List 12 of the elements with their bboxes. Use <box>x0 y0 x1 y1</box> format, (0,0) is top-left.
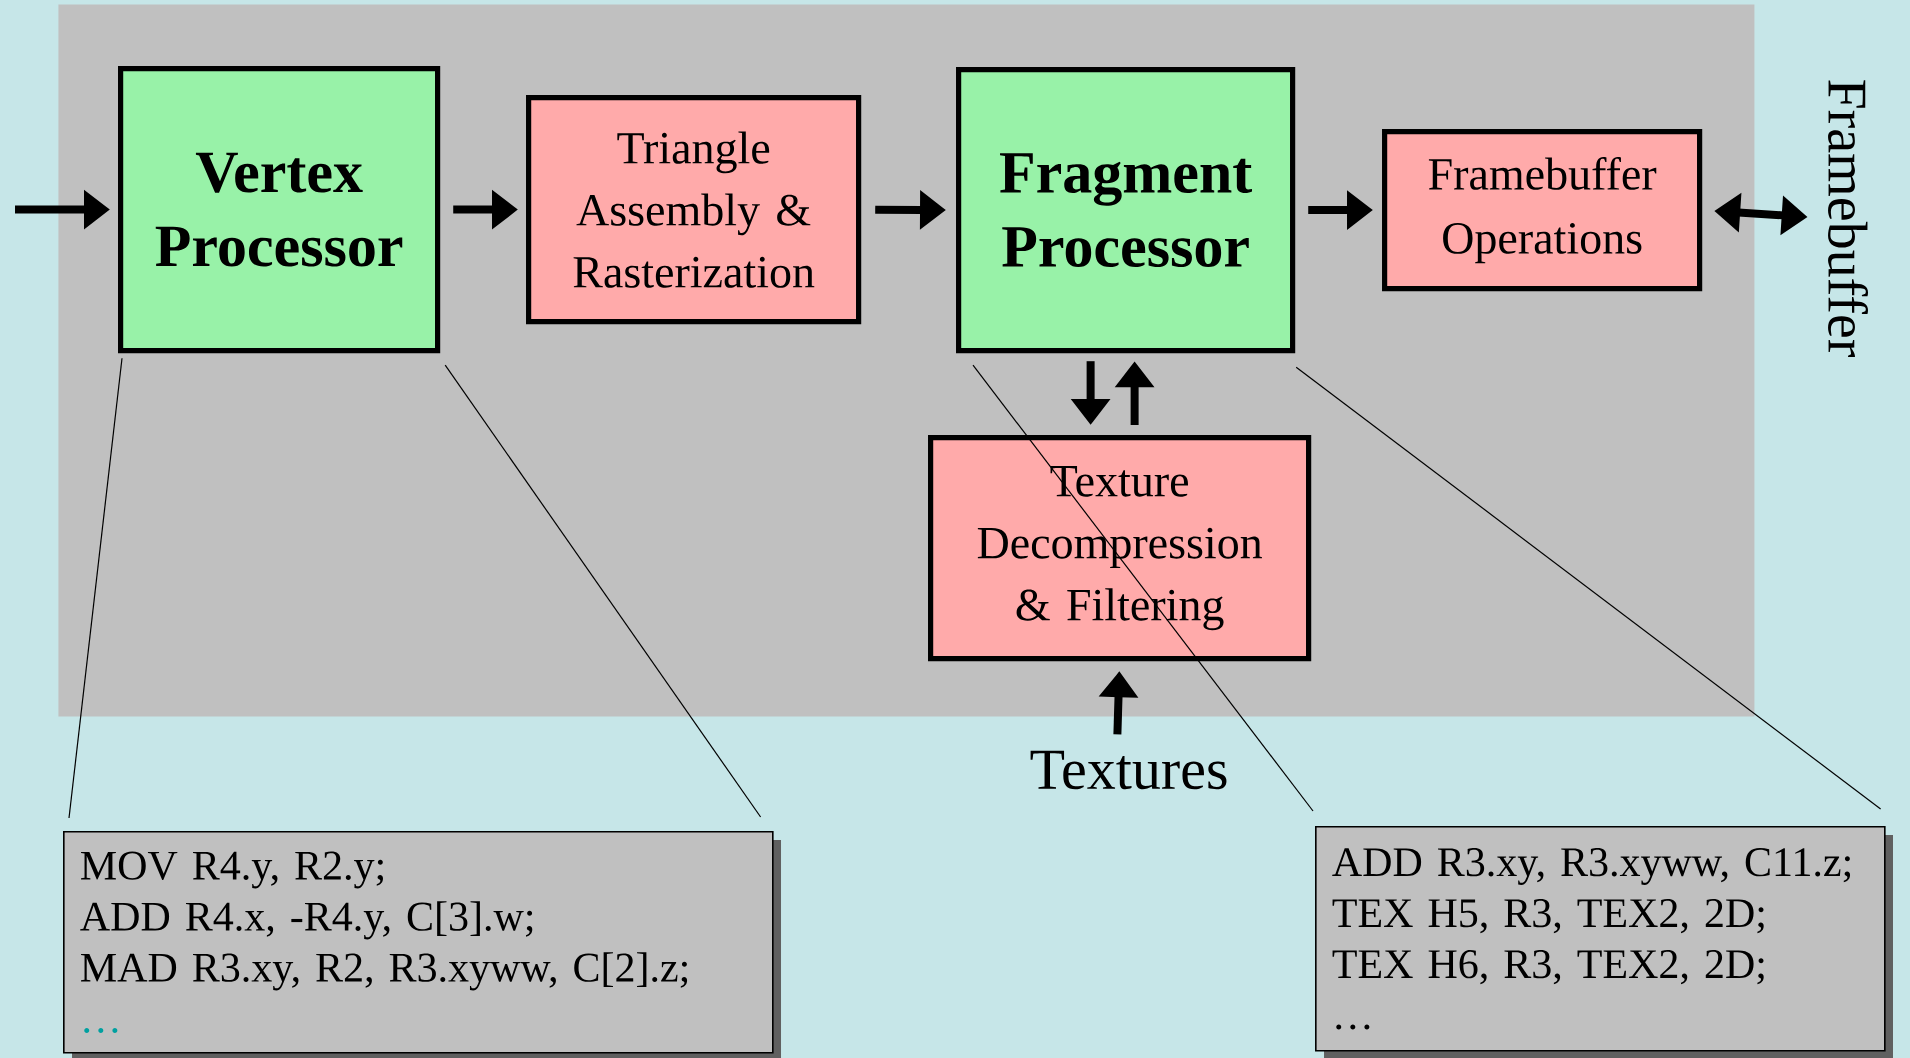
processor-box: Fragment Processor <box>956 67 1296 354</box>
processor-box: Vertex Processor <box>118 66 441 354</box>
leader-line <box>444 364 762 818</box>
leader-line <box>68 357 123 819</box>
leader-line <box>1295 366 1882 810</box>
code-box: MOV R4.y, R2.y; ADD R4.x, -R4.y, C[3].w; MAD R3.xy, R2, R3.xyww, C[2].z; … <box>63 831 781 1058</box>
stage-box: Triangle Assembly & Rasterization <box>526 95 862 325</box>
textures-label: Textures <box>1030 750 1227 790</box>
leader-line <box>972 364 1314 812</box>
code-box: ADD R3.xy, R3.xyww, C11.z; TEX H5, R3, TEX2, 2D; TEX H6, R3, TEX2, 2D; … <box>1315 826 1893 1058</box>
stage-box: Framebuffer Operations <box>1382 129 1703 292</box>
framebuffer-label: Framebuffer <box>1828 80 1868 357</box>
